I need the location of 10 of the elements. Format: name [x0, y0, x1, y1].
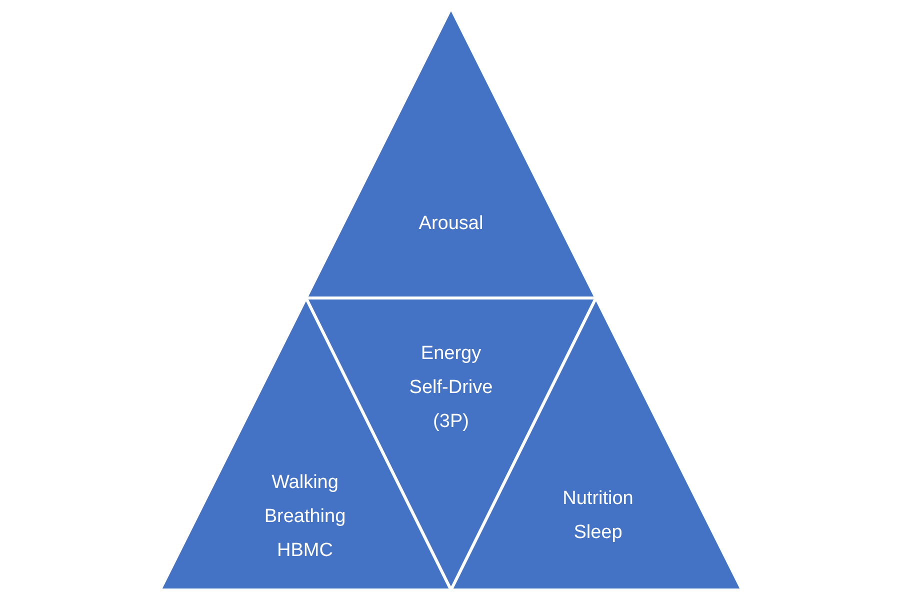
segment-label: Self-Drive: [409, 377, 493, 399]
segment-label: Energy: [420, 343, 482, 365]
segment-label: (3P): [433, 411, 469, 433]
segment-label: Walking: [272, 472, 338, 494]
segment-label: Arousal: [418, 213, 484, 235]
segment-label: Sleep: [574, 522, 622, 544]
segment-label: HBMC: [277, 540, 333, 562]
segment-label: Breathing: [264, 506, 346, 528]
segment-label: Nutrition: [562, 488, 634, 510]
triangle-segment: [306, 8, 596, 298]
